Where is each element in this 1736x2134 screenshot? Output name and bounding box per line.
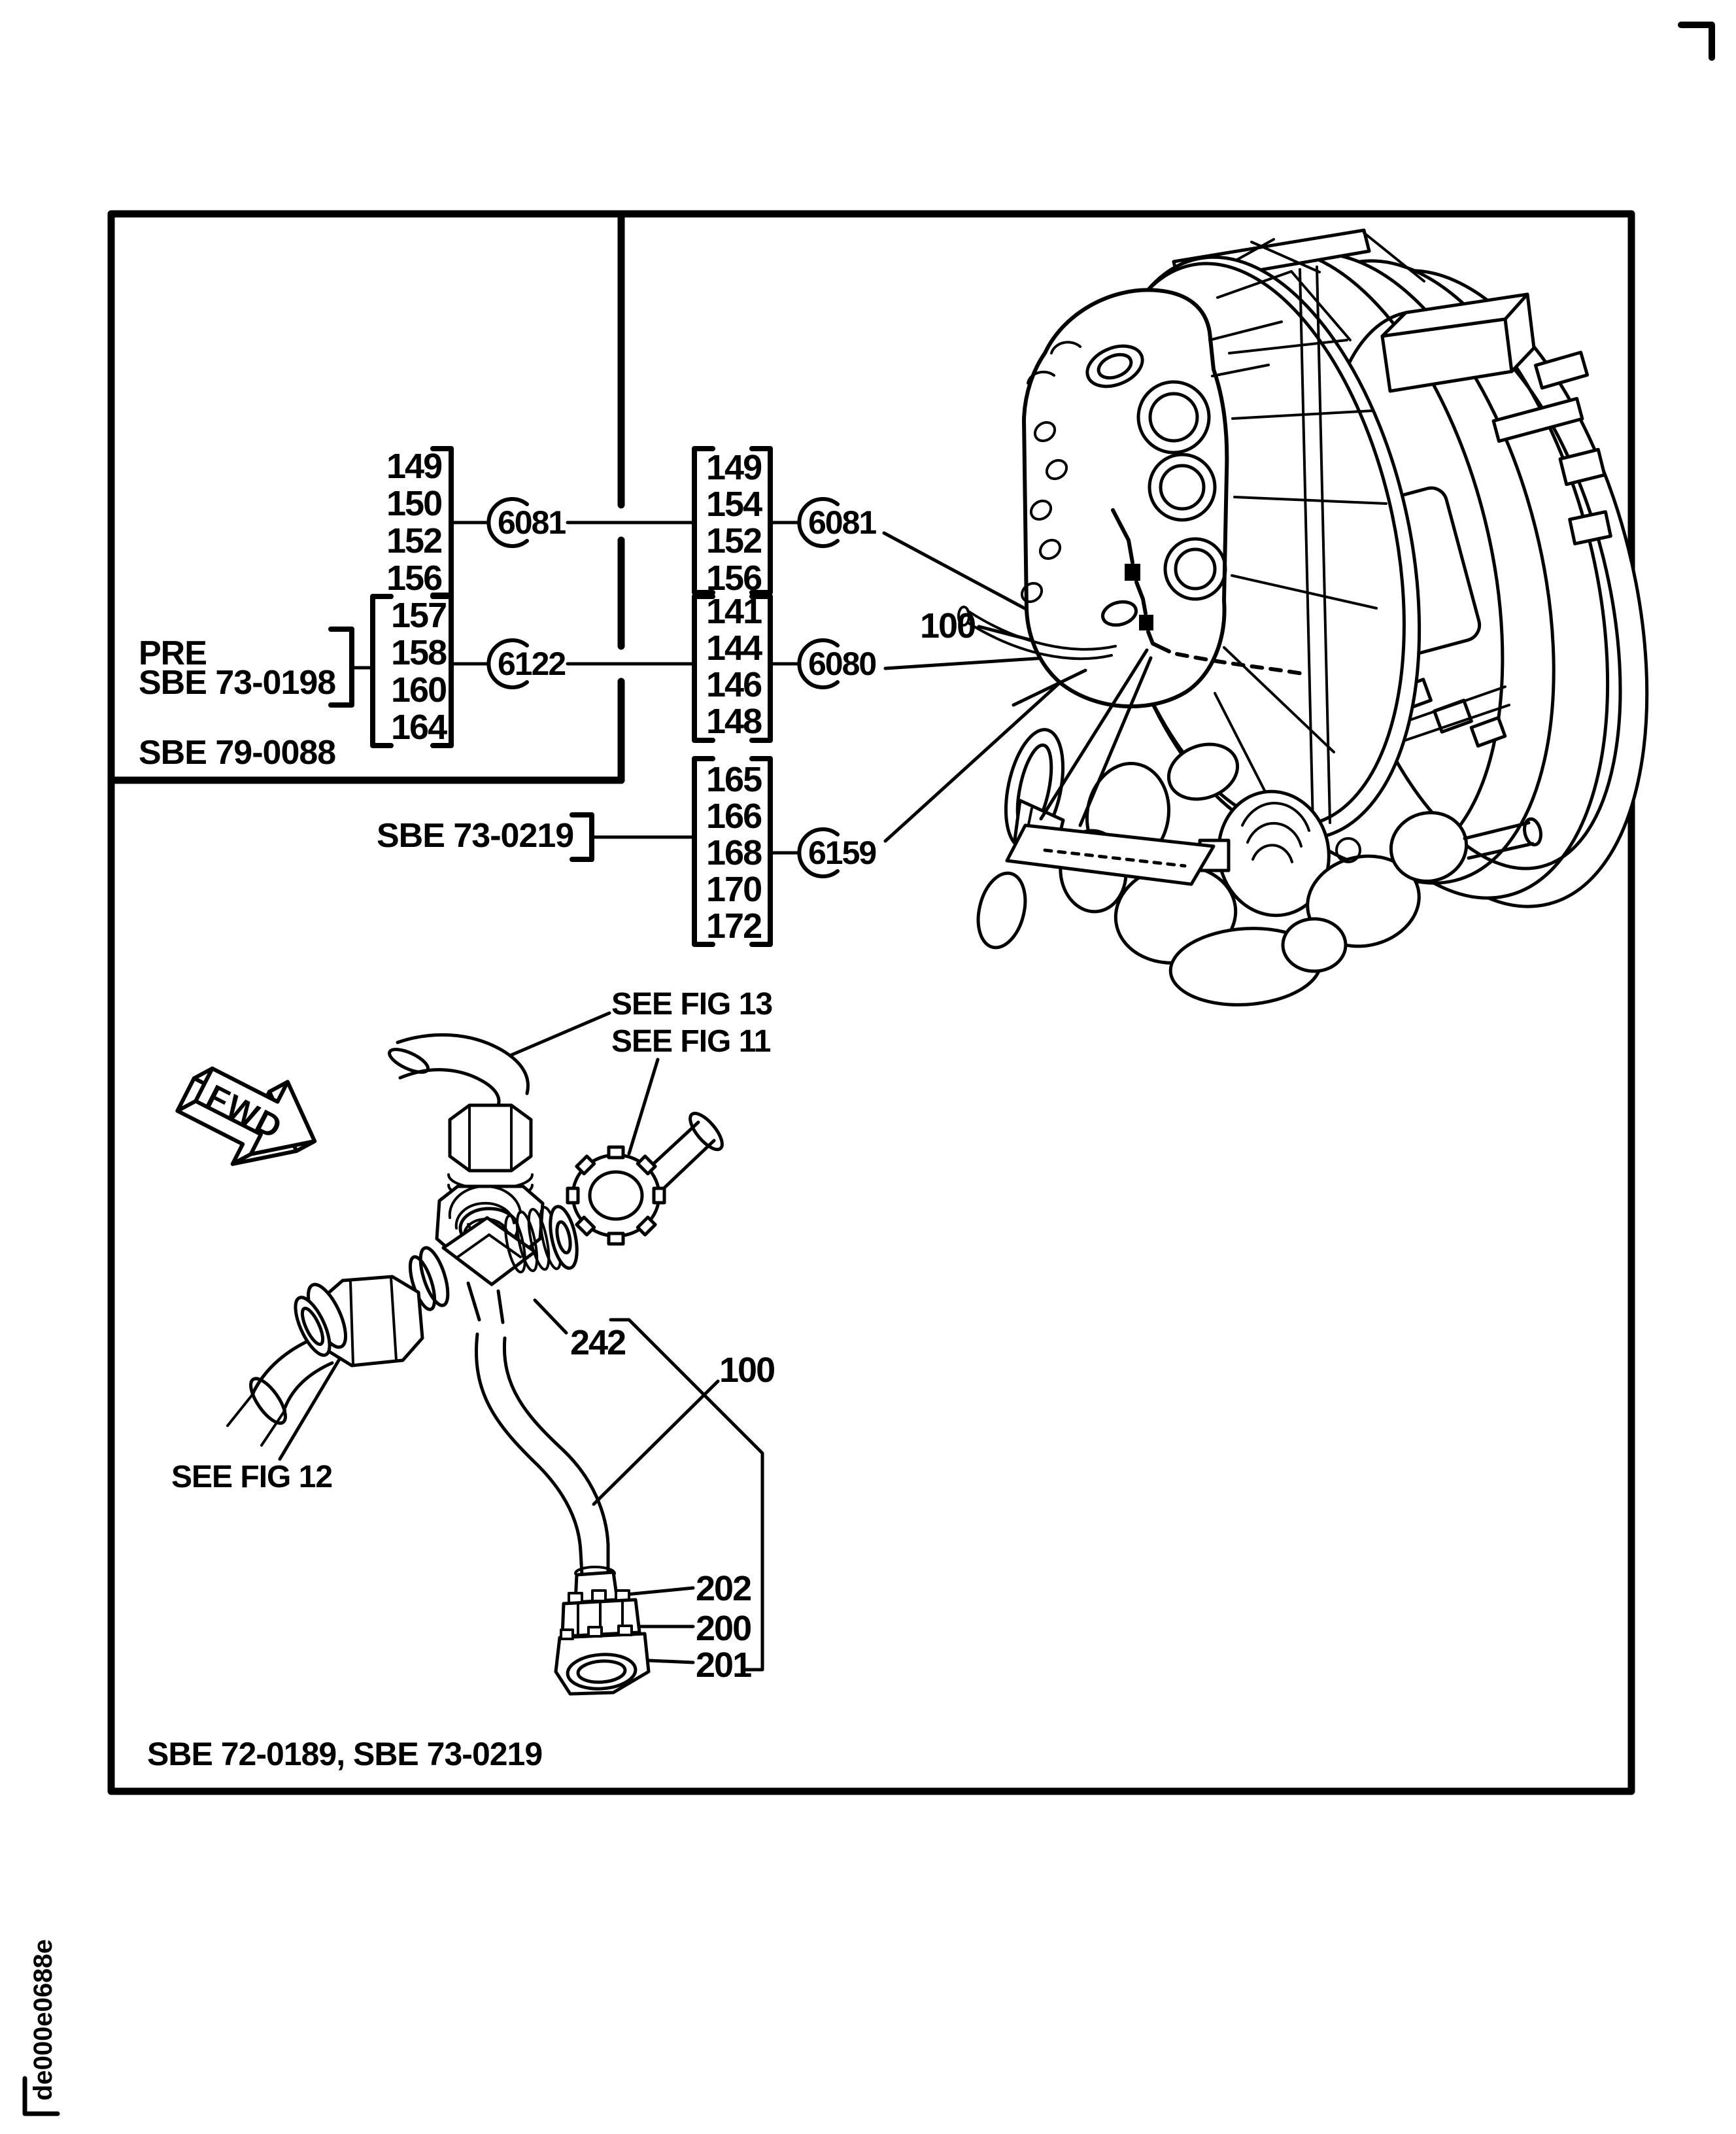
tube-assembly-illustration: [226, 1033, 724, 1696]
leader-see-fig-11: [627, 1058, 660, 1156]
hose-end-fittings: [554, 1566, 651, 1696]
balloon-number: 6159: [808, 835, 877, 871]
corner-mark-top-right: [1678, 22, 1715, 61]
leader-242: [533, 1298, 568, 1335]
part-number: 148: [706, 702, 762, 741]
bolt-holes: [1020, 341, 1081, 604]
callout-balloons: [486, 497, 840, 878]
effectivity-label: SBE 73-0219: [377, 817, 574, 855]
elbow-fitting: [226, 1275, 424, 1447]
fuel-tube-100: [1005, 508, 1304, 886]
leader-6159: [883, 660, 1085, 843]
part-number: 154: [706, 485, 762, 524]
part-number: 156: [706, 559, 762, 598]
leader-lines: [278, 531, 1087, 1672]
callout-201: 201: [696, 1645, 752, 1685]
bracket: [692, 446, 715, 595]
callout-200: 200: [696, 1609, 752, 1648]
effectivity-label: SBE 73-0198: [139, 664, 336, 702]
part-number: 165: [706, 760, 762, 799]
callout-100: 100: [920, 606, 976, 645]
part-number: 158: [391, 633, 447, 672]
part-number: 157: [391, 596, 447, 635]
leader-see-fig-12: [278, 1352, 345, 1461]
balloon-circle-6080: [797, 638, 840, 689]
bracket: [692, 756, 715, 947]
balloon-number: 6081: [808, 504, 877, 541]
part-number: 160: [391, 670, 447, 710]
part-number: 164: [391, 708, 447, 747]
balloon-circle-6081-inner: [486, 497, 529, 548]
engine-illustration: [957, 228, 1649, 1007]
part-number: 156: [386, 559, 443, 598]
fwd-arrow: [175, 1066, 317, 1166]
balloon-number: 6122: [498, 645, 566, 682]
balloon-number: 6081: [498, 504, 566, 541]
outer-border: [107, 210, 1635, 1795]
hose: [475, 1332, 610, 1577]
fwd-arrow-front-plate: [194, 1066, 317, 1156]
balloon-circle-6159: [797, 827, 840, 878]
balloon-circle-6122: [486, 638, 529, 689]
corner-mark-bottom-left: [22, 2076, 60, 2116]
bracket: [430, 594, 454, 748]
frame: [22, 22, 1715, 2116]
part-number: 144: [706, 628, 762, 668]
castellated-coupling: [566, 1111, 724, 1246]
part-number: 141: [706, 592, 762, 631]
tee-fitting: [408, 1184, 579, 1324]
bracket: [749, 594, 773, 743]
effectivity-label: SBE 79-0088: [139, 734, 336, 772]
callout-242: 242: [570, 1323, 626, 1362]
part-number: 172: [706, 906, 762, 946]
bracket: [692, 594, 715, 743]
part-number: 152: [386, 521, 443, 560]
reference-brackets: [328, 446, 800, 947]
bracket: [570, 812, 594, 862]
balloon-number: 6080: [808, 645, 877, 682]
leader-100-bottom: [592, 1379, 720, 1506]
callout-100: 100: [719, 1351, 775, 1390]
part-number: 149: [386, 447, 443, 486]
effectivity-label: PRE: [139, 634, 207, 672]
see-figure-reference: SEE FIG 13: [611, 987, 773, 1022]
see-figure-reference: SEE FIG 12: [171, 1460, 333, 1494]
leader-see-fig-13: [508, 1011, 611, 1058]
part-number: 152: [706, 521, 762, 560]
part-number: 166: [706, 797, 762, 836]
gearbox-face: [1022, 288, 1229, 709]
part-number: 170: [706, 870, 762, 909]
document-id: de000e0688e: [29, 1939, 58, 2101]
figure-caption: SBE 72-0189, SBE 73-0219: [147, 1736, 543, 1772]
bracket: [749, 446, 773, 595]
part-number: 168: [706, 833, 762, 872]
connector-lines: [350, 521, 800, 855]
see-figure-reference: SEE FIG 11: [611, 1024, 771, 1059]
group-bracket-100: [609, 1318, 764, 1672]
bracket: [370, 594, 394, 748]
part-number: 150: [386, 484, 443, 523]
balloon-circle-6081: [797, 497, 840, 548]
part-number: 146: [706, 665, 762, 704]
callout-202: 202: [696, 1569, 752, 1608]
part-number: 149: [706, 448, 762, 487]
fan-frame-struts: [1214, 266, 1387, 827]
